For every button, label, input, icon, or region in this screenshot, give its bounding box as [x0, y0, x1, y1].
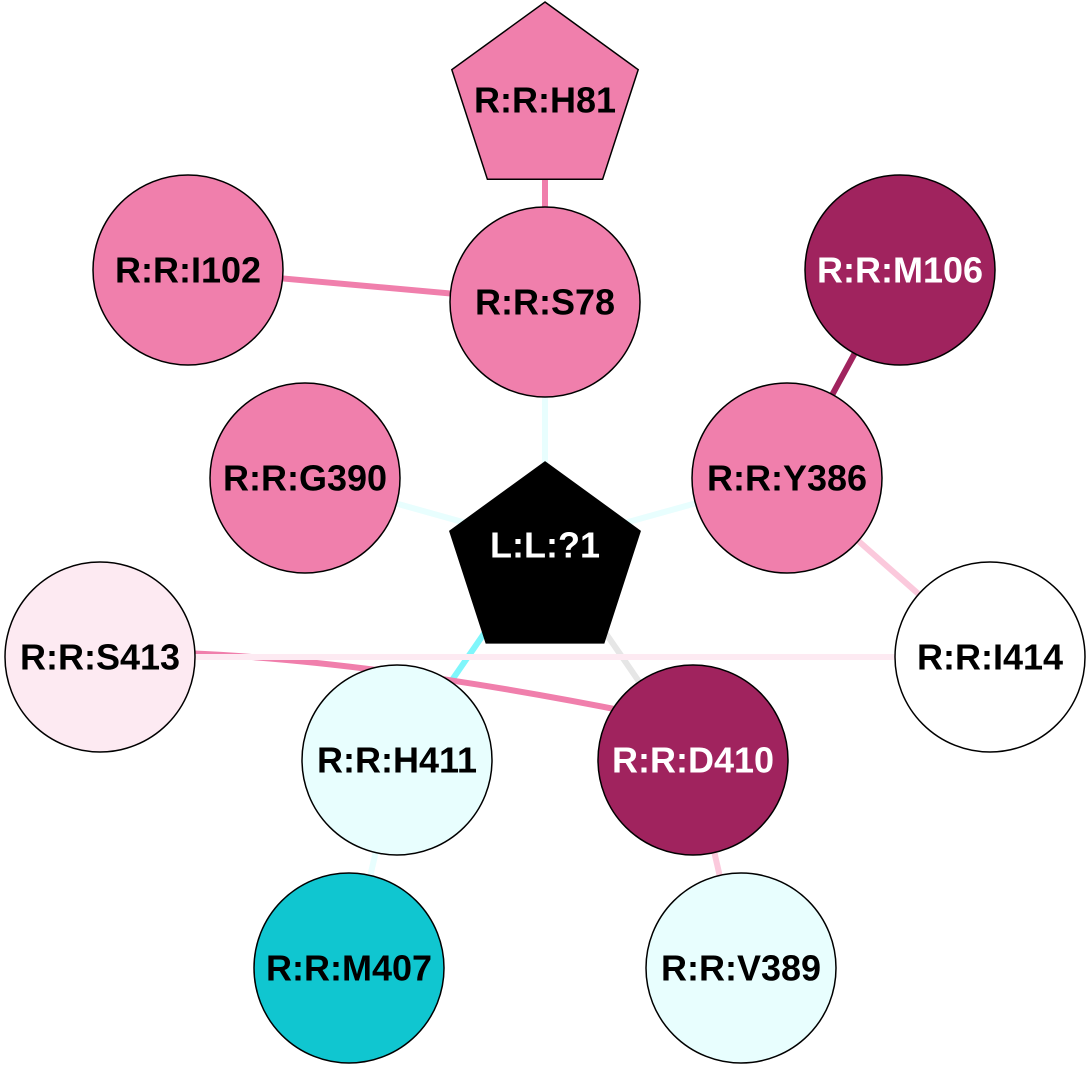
- node-label: R:R:V389: [661, 948, 821, 989]
- node-label: R:R:D410: [612, 740, 774, 781]
- circle-node-shape: [804, 174, 996, 366]
- node-s413[interactable]: R:R:S413: [4, 561, 196, 753]
- node-label: R:R:S413: [20, 637, 180, 678]
- node-i414[interactable]: R:R:I414: [894, 561, 1086, 753]
- node-label: R:R:H81: [474, 80, 616, 121]
- node-label: R:R:M407: [266, 948, 432, 989]
- circle-node-shape: [449, 206, 641, 398]
- ligand-pentagon: [449, 461, 641, 644]
- circle-node-shape: [209, 382, 401, 574]
- circle-node-shape: [691, 382, 883, 574]
- node-label: R:R:Y386: [707, 458, 867, 499]
- node-i102[interactable]: R:R:I102: [92, 174, 284, 366]
- node-label: R:R:G390: [223, 458, 387, 499]
- circle-node-shape: [894, 561, 1086, 753]
- node-h411[interactable]: R:R:H411: [301, 664, 493, 856]
- node-g390[interactable]: R:R:G390: [209, 382, 401, 574]
- pentagon-node-shape: [450, 1, 640, 181]
- circle-node-shape: [301, 664, 493, 856]
- node-m407[interactable]: R:R:M407: [253, 872, 445, 1064]
- circle-node-shape: [92, 174, 284, 366]
- node-label: L:L:?1: [490, 525, 600, 566]
- node-d410[interactable]: R:R:D410: [597, 664, 789, 856]
- node-v389[interactable]: R:R:V389: [645, 872, 837, 1064]
- node-label: R:R:H411: [317, 740, 477, 781]
- node-label: R:R:M106: [817, 250, 983, 291]
- circle-node-shape: [597, 664, 789, 856]
- node-s78[interactable]: R:R:S78: [449, 206, 641, 398]
- circle-node-shape: [253, 872, 445, 1064]
- node-h81[interactable]: R:R:H81: [450, 1, 640, 181]
- node-y386[interactable]: R:R:Y386: [691, 382, 883, 574]
- node-label: R:R:I414: [917, 637, 1063, 678]
- node-l1[interactable]: L:L:?1: [449, 461, 641, 644]
- node-label: R:R:S78: [475, 282, 615, 323]
- node-label: R:R:I102: [115, 250, 261, 291]
- node-m106[interactable]: R:R:M106: [804, 174, 996, 366]
- circle-node-shape: [4, 561, 196, 753]
- circle-node-shape: [645, 872, 837, 1064]
